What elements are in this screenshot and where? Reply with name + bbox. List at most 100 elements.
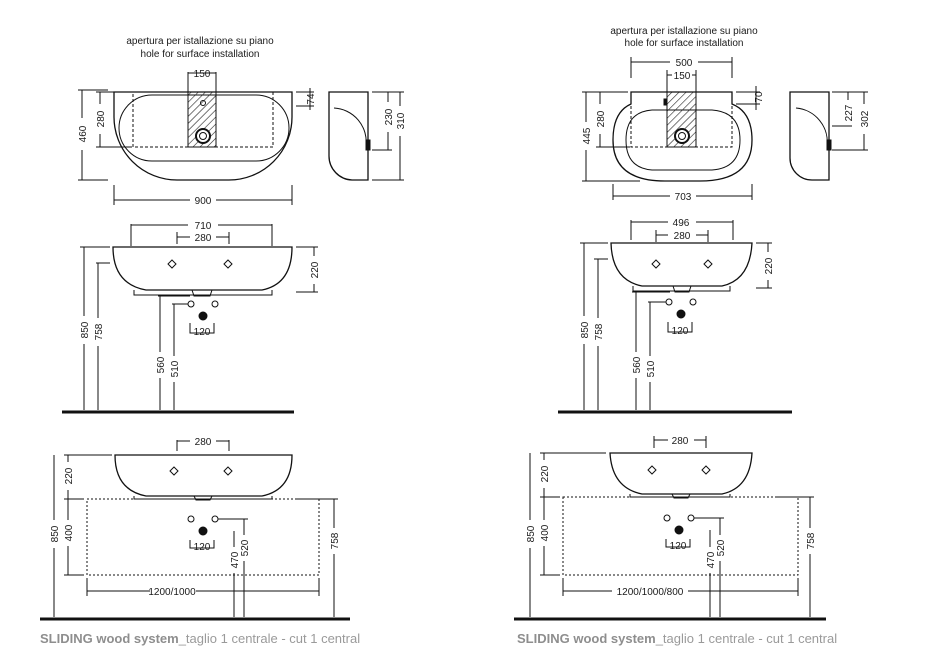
- dim-height-right: 445: [582, 127, 593, 144]
- dim-cab-pipe: 120: [194, 542, 211, 553]
- note-english-right: hole for surface installation: [625, 38, 744, 49]
- dim-hole-width: 150: [194, 69, 211, 80]
- dim-front-h-rim: 758: [94, 323, 105, 340]
- dim-front-height: 220: [310, 261, 321, 278]
- cabinet-view-right: 280 120 220 850 400 470 520: [514, 436, 826, 621]
- front-tap-marks: [167, 259, 233, 269]
- dim-front-h-rim-right: 758: [594, 323, 605, 340]
- drain-circle-right: [674, 128, 690, 144]
- top-view: 150 900 460 280 74: [78, 69, 317, 207]
- front-basin-right: [610, 242, 753, 287]
- note-italian: apertura per istallazione su piano: [126, 36, 274, 47]
- dim-cab-taps: 280: [195, 437, 212, 448]
- note-italian-right: apertura per istallazione su piano: [610, 26, 758, 37]
- pipe-bracket-right: [667, 322, 693, 333]
- right-column: apertura per istallazione su piano hole …: [514, 26, 871, 621]
- dim-overall-width-right: 703: [675, 192, 692, 203]
- dim-front-h-outlet: 510: [170, 360, 181, 377]
- caption-left-bold: SLIDING wood system: [40, 631, 179, 646]
- basin-bowl-right: [625, 109, 741, 171]
- drain-inner: [199, 132, 207, 140]
- cab-basin: [114, 454, 293, 497]
- side-bracket-right: [826, 139, 832, 151]
- cab-supply-right: [211, 515, 219, 523]
- cab-supply-right-right: [687, 514, 695, 522]
- front-view-right: 496 280 220 120 850 758 560: [558, 218, 792, 414]
- dim-side-h1: 230: [384, 108, 395, 125]
- front-basin: [112, 246, 293, 291]
- supply-left: [187, 300, 195, 308]
- dim-cab-758: 758: [330, 532, 341, 549]
- dim-cab-h-right: 400: [540, 524, 551, 541]
- side-outline: [328, 91, 369, 181]
- note-english: hole for surface installation: [141, 49, 260, 60]
- dim-front-h-waste-right: 560: [632, 356, 643, 373]
- cab-tap-marks: [169, 466, 233, 476]
- dim-inner-height: 280: [96, 110, 107, 127]
- drain-circle: [195, 128, 211, 144]
- top-view-right: 500 150 703 445 280 70: [582, 57, 765, 203]
- dim-side-h2: 310: [396, 112, 407, 129]
- dim-cab-out1-right: 470: [706, 551, 717, 568]
- dim-rim: 74: [306, 93, 317, 105]
- supply-right: [211, 300, 219, 308]
- dim-cab-basin-h: 220: [64, 467, 75, 484]
- side-outline-right: [789, 91, 830, 181]
- basin-outline: [113, 91, 293, 181]
- cab-basin-right: [609, 452, 753, 495]
- dim-cab-h-total: 850: [50, 525, 61, 542]
- side-view-right: 227 302: [789, 91, 871, 181]
- dim-front-height-right: 220: [764, 257, 775, 274]
- dim-overall-width: 900: [195, 196, 212, 207]
- dim-front-h-outlet-right: 510: [646, 360, 657, 377]
- dim-height: 460: [78, 125, 89, 142]
- supply-right-right: [689, 298, 697, 306]
- side-view: 230 310: [328, 91, 407, 181]
- dim-cab-width: 1200/1000: [148, 587, 196, 598]
- dim-cab-width-right: 1200/1000/800: [617, 587, 684, 598]
- dim-cab-h-total-right: 850: [526, 525, 537, 542]
- dim-front-h-total-right: 850: [580, 321, 591, 338]
- front-view: 710 280 220 120 850 758: [62, 221, 321, 414]
- front-waste-right: [672, 285, 692, 293]
- dim-cab-758-right: 758: [806, 532, 817, 549]
- side-curve-right: [795, 107, 828, 147]
- cabinet-outline-right: [562, 496, 799, 576]
- dim-rim-right: 70: [754, 91, 765, 103]
- dim-cab-out2: 520: [240, 539, 251, 556]
- front-base: [133, 290, 273, 296]
- outlet-dot-right: [676, 309, 686, 319]
- cab-supply-left-right: [663, 514, 671, 522]
- basin-outline-right: [612, 91, 753, 182]
- dim-inner-height-right: 280: [596, 110, 607, 127]
- basin-bowl: [118, 94, 290, 162]
- cab-outlet: [198, 526, 208, 536]
- dim-front-taps: 280: [195, 233, 212, 244]
- tap-mark-right: [663, 98, 668, 106]
- caption-left: SLIDING wood system_taglio 1 centrale - …: [40, 631, 360, 646]
- dim-front-width: 710: [195, 221, 212, 232]
- pipe-dim-bracket: [189, 323, 215, 334]
- dim-outer-width-right: 500: [676, 58, 693, 69]
- supply-left-right: [665, 298, 673, 306]
- dim-front-width-right: 496: [673, 218, 690, 229]
- dim-front-h-waste: 560: [156, 356, 167, 373]
- caption-right-it: _taglio 1 centrale -: [655, 631, 767, 646]
- cab-supply-left: [187, 515, 195, 523]
- cabinet-view: 280 120 220 850 400 470 520: [40, 437, 350, 621]
- caption-left-it: _taglio 1 centrale -: [178, 631, 290, 646]
- outlet-dot: [198, 311, 208, 321]
- cab-tap-marks-right: [647, 465, 711, 475]
- dim-front-h-total: 850: [80, 321, 91, 338]
- dim-front-pipe-right: 120: [672, 326, 689, 337]
- front-waste: [191, 289, 213, 297]
- dim-cab-basin-h-right: 220: [540, 465, 551, 482]
- cab-waste-right: [671, 493, 691, 499]
- caption-left-en: cut 1 central: [289, 631, 361, 646]
- cab-outlet-right: [674, 525, 684, 535]
- side-bracket: [365, 139, 371, 151]
- dim-front-pipe: 120: [194, 327, 211, 338]
- cab-pipe-bracket-right: [665, 539, 691, 548]
- dim-side-h1-right: 227: [844, 104, 855, 121]
